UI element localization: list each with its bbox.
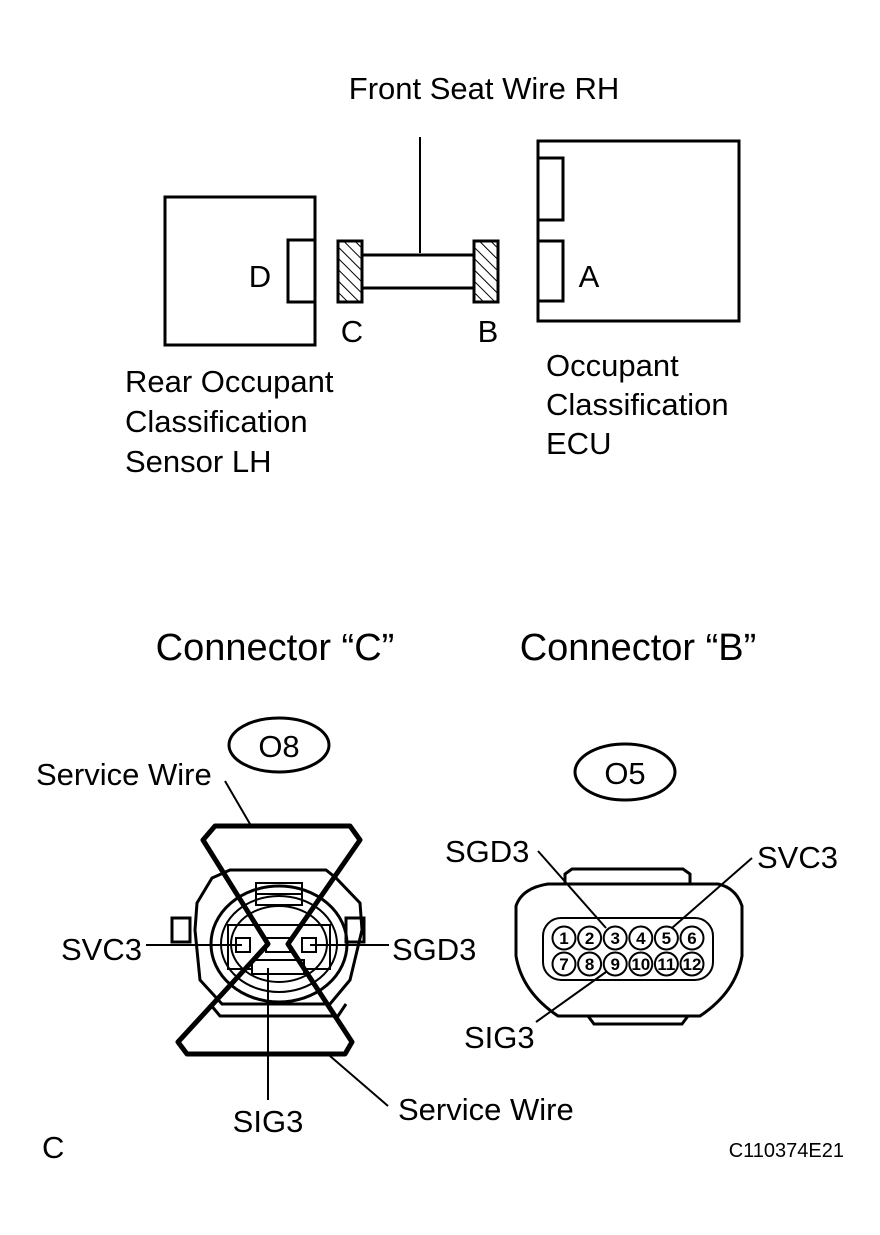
connector-c-sig3-label: SIG3 (233, 1104, 304, 1139)
figure-code: C110374E21 (729, 1140, 844, 1162)
service-wire-label-top: Service Wire (36, 757, 212, 792)
connector-c-title: Connector “C” (156, 627, 395, 669)
pin-9-number: 9 (610, 955, 619, 974)
pin-10-number: 10 (631, 955, 650, 974)
pin-12-number: 12 (683, 955, 702, 974)
pin-1-number: 1 (559, 929, 568, 948)
service-wire-loop (175, 823, 363, 1057)
connector-b-sig3-label: SIG3 (464, 1020, 535, 1055)
wire-label: Front Seat Wire RH (349, 71, 619, 106)
pin-2-number: 2 (585, 929, 594, 948)
connector-c-svc3-label: SVC3 (61, 932, 142, 967)
ecu-name-line-3: ECU (546, 426, 611, 461)
pin-7-number: 7 (559, 955, 568, 974)
pin-3-circle (602, 925, 628, 951)
service-wire-leader-top (224, 780, 251, 825)
pin-12-circle (679, 951, 705, 977)
ecu-box (536, 139, 741, 323)
connector-b-code-oval (573, 742, 677, 802)
pin-2-circle (577, 925, 603, 951)
pin-9-circle (602, 951, 628, 977)
pin-10-circle (628, 951, 654, 977)
ecu-connector-socket-upper (536, 156, 565, 222)
connector-b-title: Connector “B” (520, 627, 757, 669)
connector-letter-b: B (478, 314, 499, 349)
sensor-connector-socket (286, 238, 317, 304)
connector-b-housing (514, 867, 744, 1026)
connector-c-sgd3-label: SGD3 (392, 932, 476, 967)
pin-6-number: 6 (687, 929, 696, 948)
service-wire-label-bottom: Service Wire (398, 1092, 574, 1127)
pin-1-circle (551, 925, 577, 951)
harness-diagram: Front Seat Wire RH D C B A Rear Occupant… (125, 71, 741, 479)
connector-c-plug (336, 239, 364, 304)
connector-letter-c: C (341, 314, 363, 349)
pin-4-circle (628, 925, 654, 951)
connector-letter-d: D (249, 259, 271, 294)
pin-3-number: 3 (610, 929, 619, 948)
connector-b-sig3-leader (535, 971, 607, 1023)
pin-11-circle (653, 951, 679, 977)
connector-c-view: Connector “C” O8 Service Wir (36, 627, 574, 1139)
connector-b-sgd3-leader (537, 850, 607, 929)
service-wire-leader-bottom (329, 1055, 389, 1107)
ecu-connector-socket-a (536, 239, 565, 303)
connector-c-code: O8 (258, 729, 299, 764)
sensor-name-line-3: Sensor LH (125, 444, 271, 479)
ecu-name-line-1: Occupant (546, 348, 679, 383)
pin-8-number: 8 (585, 955, 594, 974)
corner-letter: C (42, 1130, 64, 1165)
pin-4-number: 4 (636, 929, 646, 948)
pin-5-number: 5 (662, 929, 671, 948)
connector-letter-a: A (579, 259, 600, 294)
pin-8-circle (577, 951, 603, 977)
pin-11-number: 11 (657, 955, 675, 974)
pin-7-circle (551, 951, 577, 977)
connector-b-sgd3-label: SGD3 (445, 834, 529, 869)
connector-b-code: O5 (604, 756, 645, 791)
pin-5-circle (653, 925, 679, 951)
connector-c-code-oval (227, 716, 331, 774)
pin-6-circle (679, 925, 705, 951)
sensor-name-line-1: Rear Occupant (125, 364, 334, 399)
ecu-name-line-2: Classification (546, 387, 729, 422)
connector-b-plug (472, 239, 500, 304)
sensor-name-line-2: Classification (125, 404, 308, 439)
connector-b-svc3-label: SVC3 (757, 840, 838, 875)
connector-b-svc3-leader (671, 857, 753, 929)
